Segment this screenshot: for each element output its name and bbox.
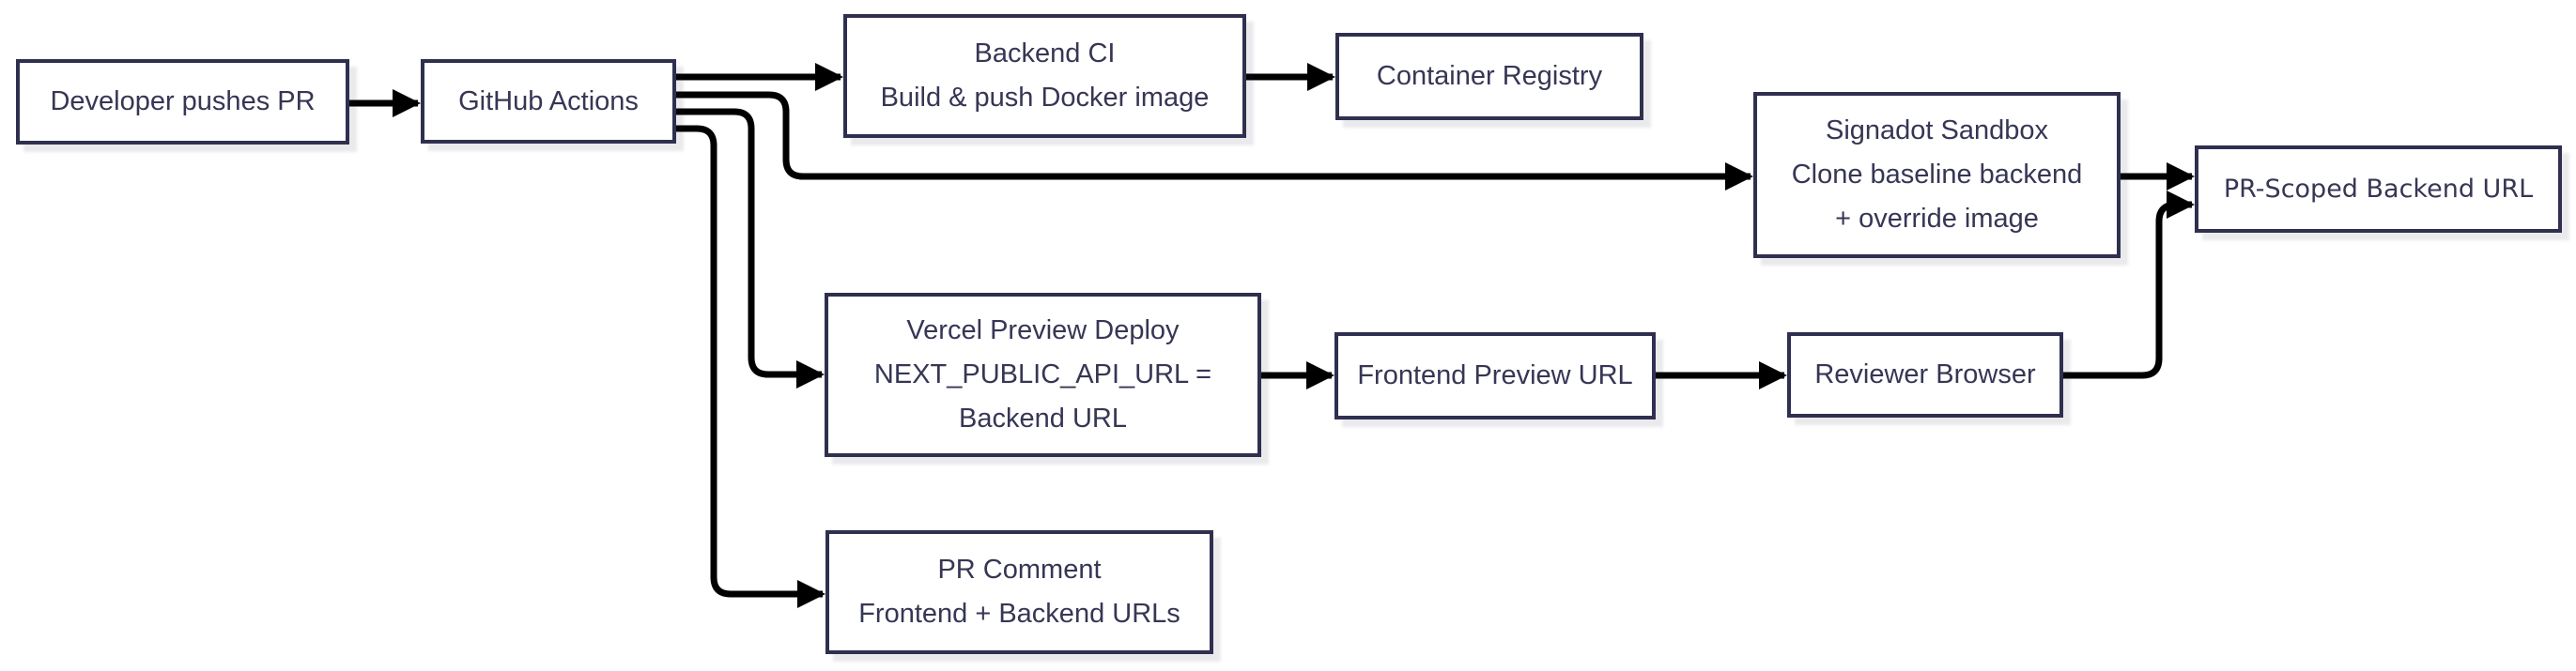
node-developer-pushes-pr: Developer pushes PR: [16, 59, 349, 145]
node-pr-comment: PR Comment Frontend + Backend URLs: [825, 530, 1213, 654]
node-label-line: Reviewer Browser: [1814, 359, 2036, 389]
node-github-actions: GitHub Actions: [421, 59, 676, 144]
node-label-line: Developer pushes PR: [50, 86, 316, 116]
node-label-line: Clone baseline backend: [1791, 160, 2083, 190]
node-label-line: Build & push Docker image: [880, 83, 1210, 113]
edge-github-actions-to-vercel-preview: [676, 108, 825, 389]
node-label-line: Frontend + Backend URLs: [858, 599, 1180, 629]
edge-github-actions-to-signadot-sandbox: [676, 91, 1753, 191]
node-pr-scoped-backend-url: PR-Scoped Backend URL: [2195, 145, 2562, 233]
node-label-line: Container Registry: [1376, 61, 1603, 91]
node-label-line: Frontend Preview URL: [1357, 360, 1633, 390]
node-label-line: PR Comment: [937, 555, 1102, 585]
node-backend-ci: Backend CI Build & push Docker image: [843, 14, 1246, 138]
node-signadot-sandbox: Signadot Sandbox Clone baseline backend …: [1753, 92, 2121, 258]
edge-github-actions-to-pr-comment: [676, 125, 825, 608]
node-vercel-preview-deploy: Vercel Preview Deploy NEXT_PUBLIC_API_UR…: [825, 293, 1261, 457]
node-label-line: Backend URL: [959, 404, 1127, 434]
node-frontend-preview-url: Frontend Preview URL: [1334, 332, 1656, 419]
edge-reviewer-to-pr-scoped-url: [2063, 191, 2195, 379]
node-label-line: Vercel Preview Deploy: [906, 315, 1180, 345]
node-reviewer-browser: Reviewer Browser: [1787, 332, 2063, 418]
node-container-registry: Container Registry: [1335, 33, 1643, 120]
node-label-line: + override image: [1835, 204, 2039, 234]
node-label-line: NEXT_PUBLIC_API_URL =: [873, 359, 1212, 389]
node-label-line: PR-Scoped Backend URL: [2223, 175, 2534, 204]
node-label-line: Signadot Sandbox: [1825, 115, 2049, 145]
node-label-line: Backend CI: [974, 38, 1116, 69]
node-label-line: GitHub Actions: [458, 85, 639, 116]
